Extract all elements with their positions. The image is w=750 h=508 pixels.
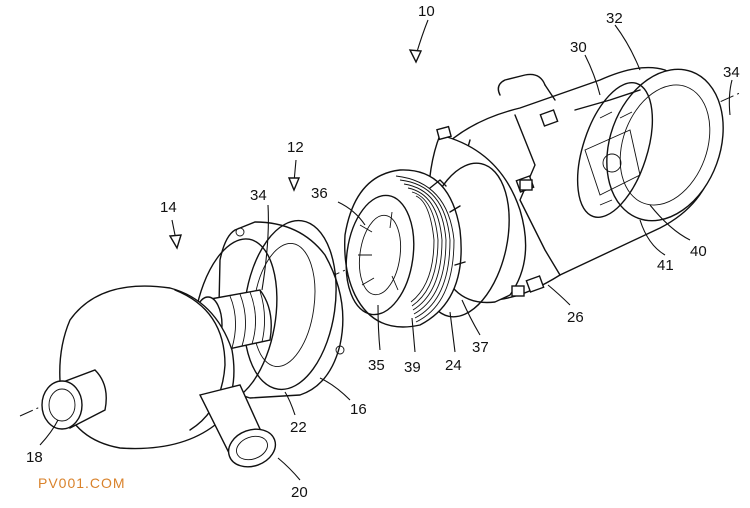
label-40: 40 xyxy=(690,243,707,260)
label-12: 12 xyxy=(287,139,304,156)
label-16: 16 xyxy=(350,401,367,418)
stator xyxy=(344,169,466,328)
label-10: 10 xyxy=(418,3,435,20)
seal-ring-30 xyxy=(576,81,654,219)
label-22: 22 xyxy=(290,419,307,436)
watermark: PV001.COM xyxy=(38,475,126,491)
assembly-arrows xyxy=(168,19,429,250)
reference-labels: 10 12 14 16 18 20 22 24 26 30 32 34 34 3… xyxy=(26,3,740,501)
inlet-opening xyxy=(41,380,83,430)
label-14: 14 xyxy=(160,199,177,216)
leader-lines xyxy=(39,24,733,481)
label-39: 39 xyxy=(404,359,421,376)
label-24: 24 xyxy=(445,357,462,374)
coil-winding xyxy=(395,175,455,323)
pump-housing xyxy=(41,285,277,468)
label-41: 41 xyxy=(657,257,674,274)
label-36: 36 xyxy=(311,185,328,202)
label-18: 18 xyxy=(26,449,43,466)
label-20: 20 xyxy=(291,484,308,501)
label-37: 37 xyxy=(472,339,489,356)
label-35: 35 xyxy=(368,357,385,374)
pump-cover xyxy=(217,219,345,399)
label-32: 32 xyxy=(606,10,623,27)
label-26: 26 xyxy=(567,309,584,326)
label-34-shaft: 34 xyxy=(250,187,267,204)
connector-port xyxy=(497,73,546,96)
label-30: 30 xyxy=(570,39,587,56)
label-34-axis: 34 xyxy=(723,64,740,81)
